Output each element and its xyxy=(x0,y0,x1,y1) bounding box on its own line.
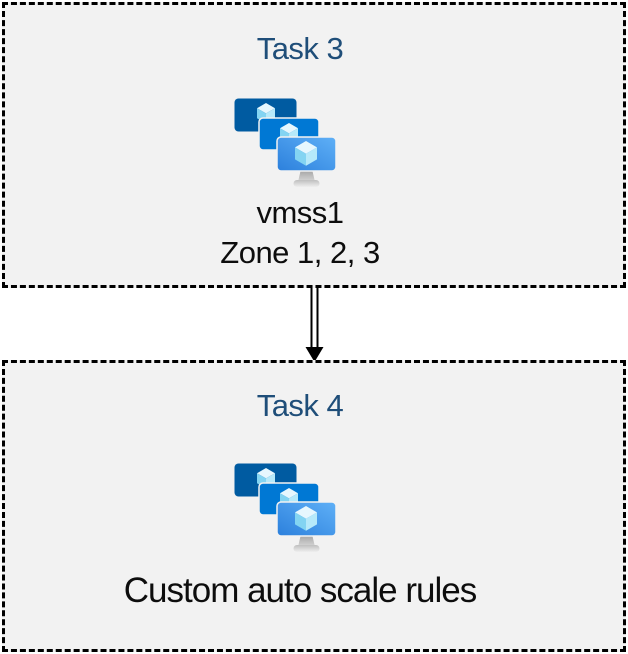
task4-label: Custom auto scale rules xyxy=(0,568,609,614)
task3-title: Task 3 xyxy=(256,31,344,66)
vm-scale-sets-icon xyxy=(234,98,336,187)
autoscale-rules-label: Custom auto scale rules xyxy=(123,571,477,610)
vm-scale-sets-icon xyxy=(234,463,336,552)
task3-box: Task 3 xyxy=(2,2,626,288)
task3-label: vmss1 Zone 1, 2, 3 xyxy=(0,193,609,273)
down-arrow-connector xyxy=(305,288,324,362)
zones-label: Zone 1, 2, 3 xyxy=(220,235,380,270)
task4-title: Task 4 xyxy=(256,388,344,423)
task4-box: Task 4 xyxy=(2,360,626,652)
vmss-name-label: vmss1 xyxy=(256,195,344,230)
